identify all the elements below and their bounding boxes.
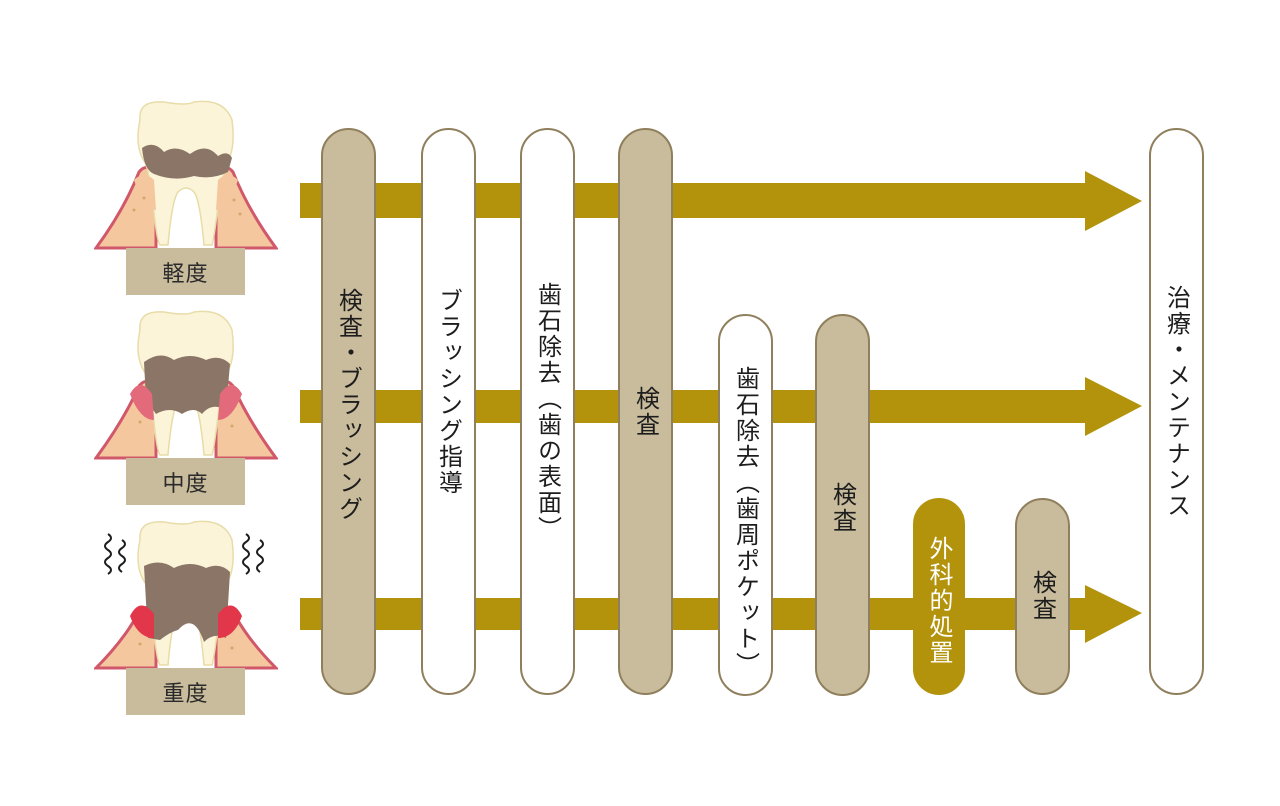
step-exam-2-label: 検査 (828, 482, 857, 534)
step-scaling-pocket-label: 歯石除去（歯周ポケット） (731, 366, 760, 678)
step-exam-1-label: 検査 (631, 386, 660, 438)
step-brushing-guidance-label: ブラッシング指導 (434, 288, 463, 496)
severity-label-severe: 重度 (126, 668, 245, 715)
step-scaling-surface-label: 歯石除去（歯の表面） (533, 282, 562, 542)
step-maintenance-label: 治療・メンテナンス (1162, 285, 1191, 519)
step-scaling-surface: 歯石除去（歯の表面） (520, 128, 575, 695)
moderate-periodontitis-tooth-icon (93, 310, 279, 460)
severe-tooth (92, 520, 280, 670)
severe-periodontitis-tooth-icon (92, 520, 280, 670)
moderate-tooth (93, 310, 279, 460)
step-exam-3: 検査 (1015, 498, 1070, 695)
step-surgery: 外科的処置 (913, 498, 965, 695)
step-exam-3-label: 検査 (1028, 570, 1057, 622)
step-surgery-label: 外科的処置 (925, 536, 953, 666)
step-exam-brushing-label: 検査・ブラッシング (334, 288, 363, 522)
mild-periodontitis-tooth-icon (93, 100, 279, 250)
severity-label-mild: 軽度 (126, 248, 245, 295)
step-scaling-pocket: 歯石除去（歯周ポケット） (718, 314, 773, 696)
severity-label-moderate: 中度 (126, 458, 245, 505)
mild-flow-arrow (300, 171, 1142, 231)
step-exam-2: 検査 (815, 314, 870, 696)
odor-wave-icon (242, 533, 264, 575)
step-maintenance: 治療・メンテナンス (1149, 128, 1204, 695)
odor-wave-icon (104, 533, 126, 575)
step-exam-brushing: 検査・ブラッシング (321, 128, 376, 695)
step-exam-1: 検査 (618, 128, 673, 695)
mild-tooth (93, 100, 279, 250)
step-brushing-guidance: ブラッシング指導 (421, 128, 476, 695)
